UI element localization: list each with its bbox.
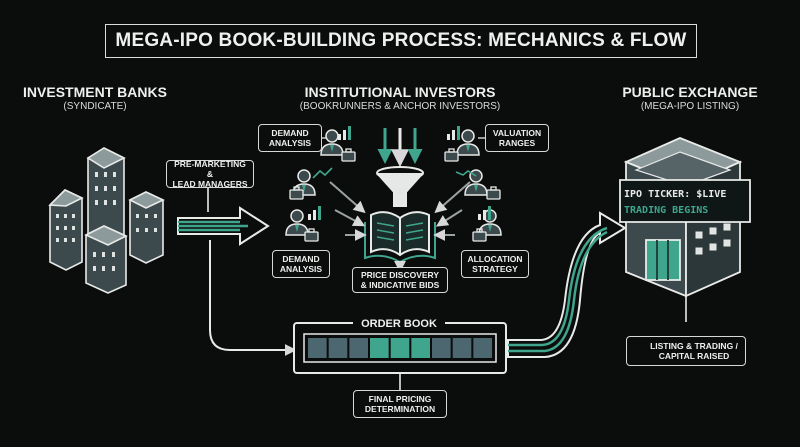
bar-chart-icon (308, 126, 491, 220)
briefcase-icon (289, 148, 501, 242)
exchange-building-icon (619, 137, 751, 298)
investors-heading: INSTITUTIONAL INVESTORS (304, 84, 496, 100)
order-book-segment (349, 338, 368, 358)
orderbook-to-exchange-arrow (507, 211, 627, 358)
order-book-title: ORDER BOOK (353, 318, 445, 330)
investors-subheading: (BOOKRUNNERS & ANCHOR INVESTORS) (299, 101, 501, 112)
buildings-icon (48, 147, 165, 294)
order-book-panel (293, 322, 507, 390)
listing-capital-label: LISTING & TRADING /CAPITAL RAISED (626, 336, 746, 366)
page-title: MEGA-IPO BOOK-BUILDING PROCESS: MECHANIC… (105, 24, 697, 58)
order-book-segment (452, 338, 472, 358)
exchange-heading: PUBLIC EXCHANGE (622, 84, 758, 100)
price-discovery-label: PRICE DISCOVERY& INDICATIVE BIDS (352, 267, 448, 293)
order-book-segment (370, 338, 389, 358)
banks-to-investors-arrow (177, 206, 270, 246)
bid-arrows (329, 181, 471, 273)
ticker-line-1: IPO TICKER: $LIVE (624, 189, 726, 200)
ticker-line-2: TRADING BEGINS (624, 205, 708, 216)
open-book-icon (364, 211, 436, 264)
banks-to-orderbook-line (209, 240, 297, 356)
order-book-segment (432, 338, 451, 358)
premarketing-label: PRE-MARKETING &LEAD MANAGERS (166, 159, 254, 189)
order-book-segment (328, 338, 348, 358)
banks-subheading: (SYNDICATE) (63, 101, 127, 112)
exchange-subheading: (MEGA-IPO LISTING) (640, 101, 740, 112)
order-book-segment (390, 338, 410, 358)
banks-heading: INVESTMENT BANKS (23, 84, 167, 100)
investor-icon (285, 129, 502, 236)
funnel-icon (376, 128, 424, 207)
order-book-segment (411, 338, 430, 358)
order-book-segment (473, 338, 492, 358)
order-book-segment (308, 338, 327, 358)
